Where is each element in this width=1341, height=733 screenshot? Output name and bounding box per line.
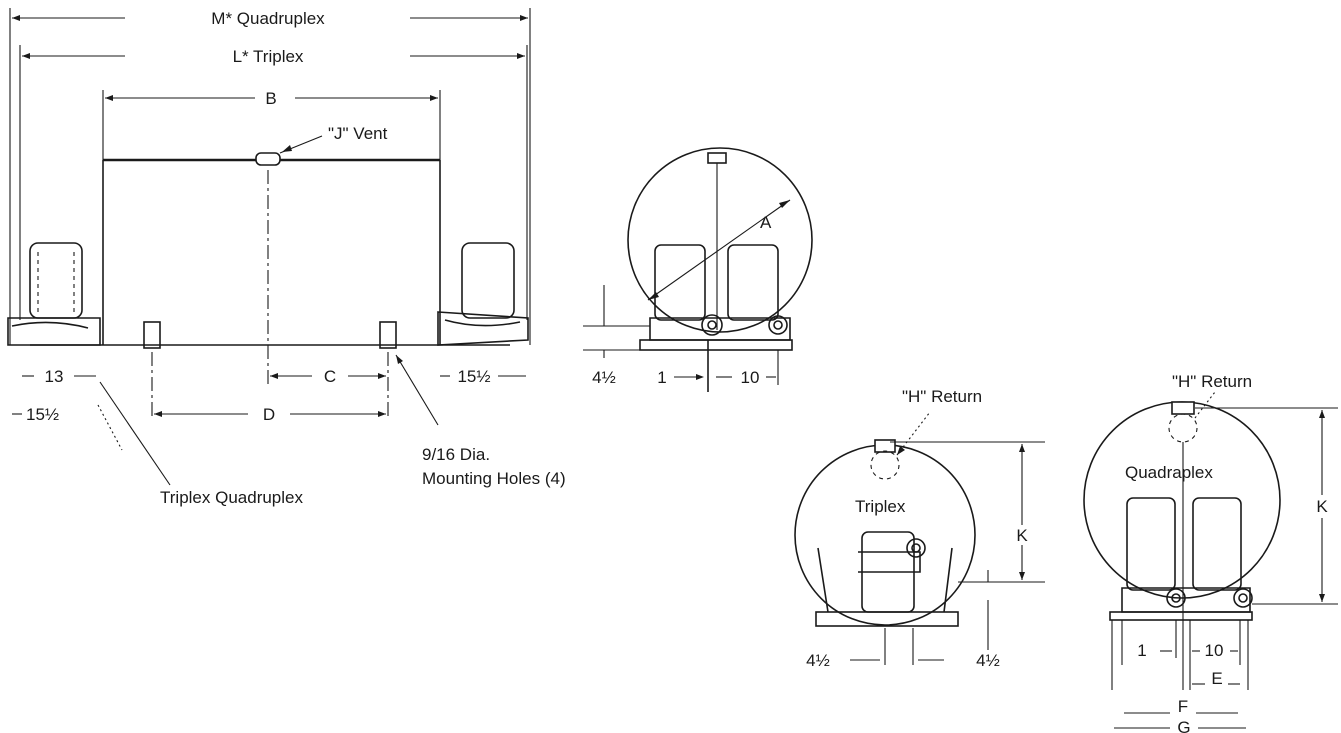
mounting-holes-leader	[395, 354, 439, 426]
triplex-pump-band	[858, 551, 921, 573]
triplex-quadruplex-label: Triplex Quadruplex	[160, 488, 303, 507]
b-arrow-left	[105, 95, 113, 101]
left-pump-volute-curve	[11, 321, 89, 329]
quadraplex-e-label: E	[1211, 669, 1222, 688]
triplex-pump-fitting	[906, 538, 926, 558]
quadraplex-pump-right	[1192, 497, 1242, 591]
triplex-k-arrow-top	[1019, 444, 1025, 452]
side-10-label: 10	[741, 368, 760, 387]
side-base-plate	[639, 339, 793, 351]
quadraplex-fitting-left-inner	[1171, 593, 1181, 603]
quadraplex-fitting-right-inner	[1238, 593, 1248, 603]
quadraplex-pump-bases	[1121, 587, 1251, 613]
a-arrow-low	[648, 292, 659, 300]
quadraplex-end-view: "H" Return Quadraplex K 1 10	[1083, 372, 1338, 733]
side-top-fitting	[707, 152, 727, 164]
dim-15-5-right-label: 15½	[457, 367, 490, 386]
quadraplex-pump-left	[1126, 497, 1176, 591]
dim-15-5-left-leader	[97, 404, 123, 451]
quadraplex-fitting-left	[1166, 588, 1186, 608]
side-pump-fitting-right-inner	[773, 320, 783, 330]
j-vent-arrow	[282, 145, 292, 152]
d-arrow-left	[154, 411, 162, 417]
side-pump-right	[727, 244, 779, 321]
mounting-foot-right	[379, 321, 397, 349]
triplex-view-label: Triplex	[855, 497, 906, 516]
triplex-h-return-label: "H" Return	[902, 387, 982, 406]
quadraplex-h-return-hidden	[1168, 413, 1198, 443]
quadraplex-k-label: K	[1316, 497, 1328, 516]
triplex-tank-circle	[794, 444, 976, 626]
side-4-5-label: 4½	[592, 368, 616, 387]
a-diameter-line	[647, 199, 791, 301]
quadraplex-10-label: 10	[1205, 641, 1224, 660]
quadraplex-k-arrow-bottom	[1319, 594, 1325, 602]
quadraplex-top-fitting	[1171, 401, 1195, 415]
a-label: A	[760, 213, 772, 232]
dim-13-label: 13	[45, 367, 64, 386]
l-arrow-right	[517, 53, 525, 59]
side-pump-left	[654, 244, 706, 321]
l-triplex-label: L* Triplex	[233, 47, 304, 66]
mounting-holes-line1: 9/16 Dia.	[422, 445, 490, 464]
triplex-top-fitting	[874, 439, 896, 453]
mounting-holes-arrow	[396, 355, 403, 364]
triplex-end-view: "H" Return Triplex K 4½ 4½	[794, 387, 1045, 670]
triplex-h-return-hidden	[870, 450, 900, 480]
c-arrow-left	[270, 373, 278, 379]
j-vent-label: "J" Vent	[328, 124, 388, 143]
triplex-k-arrow-bottom	[1019, 572, 1025, 580]
mounting-foot-left	[143, 321, 161, 349]
m-arrow-left	[12, 15, 20, 21]
triplex-4-5-left-label: 4½	[806, 651, 830, 670]
dim-15-5-left-label: 15½	[26, 405, 59, 424]
quadraplex-g-label: G	[1177, 718, 1190, 733]
side-1-label: 1	[657, 368, 666, 387]
triplex-h-return-arrow	[897, 446, 905, 455]
m-arrow-right	[520, 15, 528, 21]
quadraplex-1-label: 1	[1137, 641, 1146, 660]
side-pump-fitting-left-inner	[707, 320, 717, 330]
quadraplex-fitting-right	[1233, 588, 1253, 608]
front-view: M* Quadruplex L* Triplex B "J" Vent	[7, 8, 566, 507]
triplex-pump-fitting-inner	[911, 543, 921, 553]
triplex-leg-right	[943, 547, 953, 613]
quadraplex-h-return-label: "H" Return	[1172, 372, 1252, 391]
triplex-h-return-leader	[896, 411, 931, 456]
triplex-leg-left	[817, 547, 829, 613]
side-pump-fitting-left	[701, 314, 723, 336]
triplex-4-5-right-label: 4½	[976, 651, 1000, 670]
quadraplex-f-label: F	[1178, 697, 1188, 716]
triplex-k-label: K	[1016, 526, 1028, 545]
m-quadruplex-label: M* Quadruplex	[211, 9, 325, 28]
right-pump-volute	[437, 311, 529, 346]
d-arrow-right	[378, 411, 386, 417]
quadraplex-view-label: Quadraplex	[1125, 463, 1213, 482]
side-1-arrow	[696, 374, 704, 380]
quadraplex-k-arrow-top	[1319, 410, 1325, 418]
c-arrow-right	[378, 373, 386, 379]
c-label: C	[324, 367, 336, 386]
side-view: A 4½ 1 10	[583, 147, 813, 392]
quadraplex-base-plate	[1109, 611, 1253, 621]
right-pump-motor	[461, 242, 515, 319]
l-arrow-left	[22, 53, 30, 59]
d-label: D	[263, 405, 275, 424]
right-pump-volute-curve	[444, 319, 521, 327]
mounting-holes-line2: Mounting Holes (4)	[422, 469, 566, 488]
b-arrow-right	[430, 95, 438, 101]
a-arrow-high	[779, 200, 790, 208]
left-pump-volute	[7, 317, 101, 346]
b-label: B	[265, 89, 276, 108]
quadraplex-tank-circle	[1083, 401, 1281, 599]
triplex-base-plate	[815, 611, 959, 627]
side-pump-fitting-right	[768, 315, 788, 335]
quadraplex-h-return-leader	[1194, 391, 1216, 419]
j-vent-fitting	[255, 152, 281, 166]
triplex-quadruplex-leader	[99, 381, 171, 486]
